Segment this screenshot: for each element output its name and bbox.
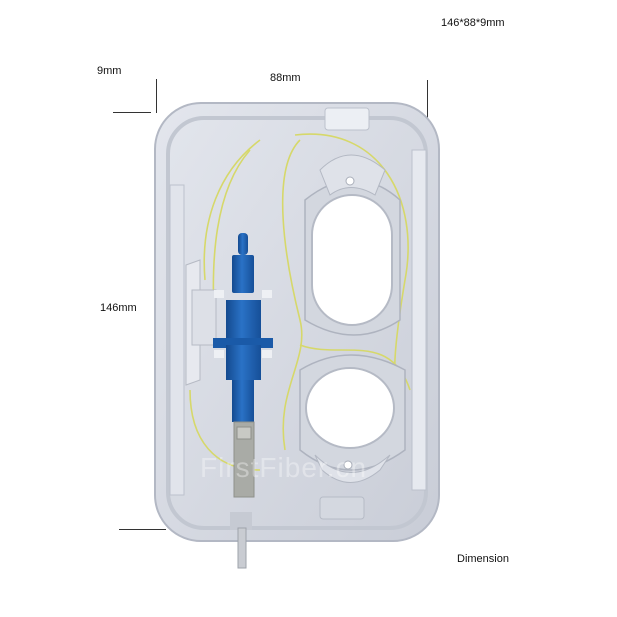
thickness-dimension-line-horizontal [113, 112, 151, 113]
overall-dimensions-label: 146*88*9mm [441, 17, 505, 29]
sc-adapter [213, 233, 273, 422]
thickness-label: 9mm [97, 65, 122, 77]
lower-spool [299, 354, 406, 483]
height-dimension-line-bottom [119, 529, 166, 530]
upper-spool [304, 154, 401, 336]
thickness-dimension-line-vertical [156, 79, 157, 113]
height-label: 146mm [100, 302, 137, 314]
sc-connector [233, 421, 255, 498]
watermark-text: FirstFiber.cn [200, 452, 368, 483]
adapter-holder [185, 259, 217, 386]
width-label: 88mm [270, 72, 301, 84]
caption-label: Dimension [457, 553, 509, 565]
width-dimension-line-right [427, 80, 428, 132]
